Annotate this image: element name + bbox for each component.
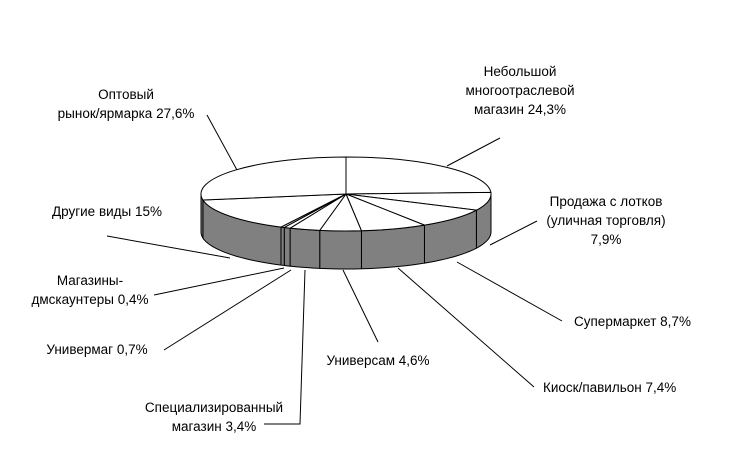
leader-line-1 [446,137,501,167]
leader-line-6 [264,269,306,425]
pie-side-10 [200,193,204,240]
leader-line-8 [153,267,285,296]
pie-side-6 [289,227,321,269]
slice-label-line: многоотраслевой [466,83,575,98]
slice-label-8: Магазины-дмскаунтеры 0,4% [32,273,149,307]
pie-side-walls [200,193,492,270]
leader-line-5 [342,269,379,343]
slice-label-4: Киоск/павильон 7,4% [543,380,676,395]
pie-side-4 [360,224,425,270]
slice-labels: Небольшой многоотраслевой магазин 24,3% Про… [32,64,691,434]
slice-label-1: Небольшой многоотраслевой магазин 24,3% [466,64,575,117]
slice-label-line: Небольшой [484,64,557,79]
leader-line-7 [163,269,292,351]
slice-label-9: Другие виды 15% [52,204,162,219]
slice-label-7: Универмаг 0,7% [46,342,147,357]
slice-label-line: (уличная торговля) [546,213,665,228]
slice-label-line: Киоск/павильон 7,4% [543,380,676,395]
slice-label-line: Универсам 4,6% [326,353,429,368]
slice-label-line: дмскаунтеры 0,4% [32,292,149,307]
slice-label-line: магазин 24,3% [474,102,566,117]
slice-label-5: Универсам 4,6% [326,353,429,368]
pie-top-faces [200,156,492,232]
slice-label-3: Супермаркет 8,7% [574,314,691,329]
leader-line-2 [489,220,538,246]
leader-line-4 [397,267,535,388]
slice-label-10: Оптовый рынок/ярмарка 27,6% [58,87,195,121]
pie-slice-9 [202,193,347,228]
slice-label-line: Специализированный [145,400,283,415]
slice-label-line: Другие виды 15% [52,204,162,219]
leader-line-9 [106,235,231,259]
slice-label-line: Оптовый [98,87,154,102]
leader-line-3 [456,261,563,322]
slice-label-line: Универмаг 0,7% [46,342,147,357]
leader-lines [106,114,563,425]
slice-label-line: рынок/ярмарка 27,6% [58,106,195,121]
pie-slice-1 [345,156,492,195]
slice-label-2: Продажа с лотков (уличная торговля) 7,9% [546,194,665,247]
slice-label-line: Продажа с лотков [550,194,663,209]
pie-side-7 [283,226,291,267]
pie-side-5 [319,229,362,270]
slice-label-line: 7,9% [591,232,622,247]
slice-label-line: Супермаркет 8,7% [574,314,691,329]
slice-label-6: Специализированный магазин 3,4% [145,400,283,434]
slice-label-line: магазин 3,4% [172,419,256,434]
leader-line-10 [206,114,238,171]
pie-slice-10 [200,156,347,201]
slice-label-line: Магазины- [57,273,123,288]
